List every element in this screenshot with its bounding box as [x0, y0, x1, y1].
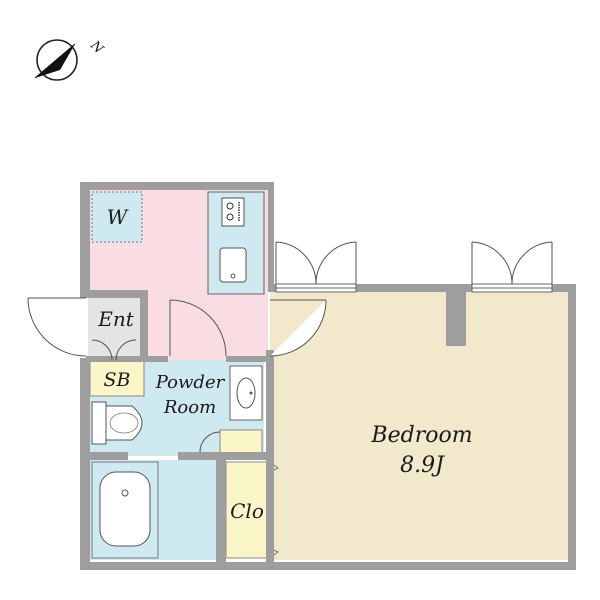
toilet-icon	[91, 401, 143, 445]
window-left	[275, 283, 357, 293]
north-label: N	[86, 38, 106, 58]
entrance-label: Ent	[97, 307, 134, 331]
sink-icon	[219, 247, 247, 283]
compass-north-icon: N	[34, 38, 106, 81]
shoe-box-label: SB	[104, 369, 131, 391]
kitchen-counter	[207, 191, 265, 295]
shoe-box: SB	[89, 359, 145, 397]
washer-label: W	[107, 205, 129, 229]
powder-storage	[219, 429, 263, 455]
bathtub-icon	[91, 461, 159, 559]
bedroom-floor	[270, 290, 568, 560]
walls	[80, 182, 576, 570]
bedroom-label: Bedroom	[370, 423, 472, 448]
closet-label: Clo	[230, 499, 264, 523]
closet: Clo	[225, 461, 269, 559]
powder-room-label-line2: Room	[163, 397, 216, 418]
bedroom-size: 8.9J	[400, 453, 445, 478]
washer-space: W	[91, 191, 143, 243]
washbasin-icon	[229, 365, 263, 421]
door-swings	[27, 241, 553, 453]
powder-room-label-line1: Powder	[155, 372, 226, 393]
window-right	[471, 283, 553, 293]
entrance-floor	[88, 298, 144, 360]
stove-icon	[221, 197, 245, 227]
